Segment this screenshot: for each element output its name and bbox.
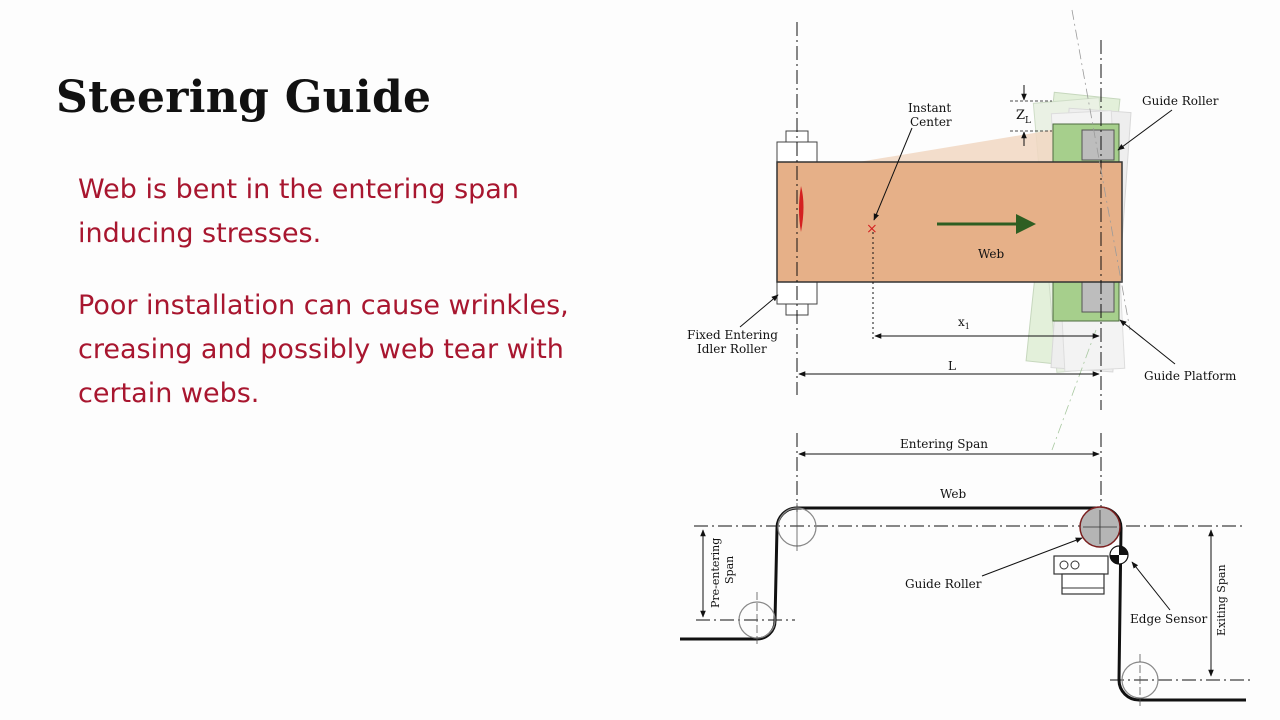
zl-label: ZL <box>1016 108 1031 126</box>
fixed-roller-leader <box>739 294 779 328</box>
guide-platform-label: Guide Platform <box>1144 369 1237 383</box>
exiting-span-label: Exiting Span <box>1215 564 1228 636</box>
edge-sensor-quadrant-2 <box>1110 555 1119 564</box>
x1-label: x1 <box>958 315 970 331</box>
top-view: Web × Instant Center ZL Guide Roller Fix… <box>687 9 1237 451</box>
bullet-web-bent: Web is bent in the entering span inducin… <box>78 174 519 249</box>
stress-marker <box>799 186 804 232</box>
actuator-wheel-2 <box>1070 560 1080 570</box>
entering-span-label: Entering Span <box>900 437 988 451</box>
pre-entering-label-1: Pre-entering <box>709 538 722 608</box>
guide-roller-leader-side <box>981 537 1083 577</box>
bullet-list: Web is bent in the entering span inducin… <box>78 168 638 444</box>
side-view: Entering Span Web <box>680 433 1250 706</box>
rotation-ghost-centerline <box>1071 9 1131 331</box>
guide-roller-leader-top <box>1117 109 1173 151</box>
guide-actuator-body <box>1053 555 1109 575</box>
slide-title: Steering Guide <box>56 72 432 123</box>
web-label-top: Web <box>978 247 1004 261</box>
guide-roller-label-top: Guide Roller <box>1142 94 1219 108</box>
web-label-side: Web <box>940 487 966 501</box>
fixed-roller-label-2: Idler Roller <box>697 342 767 356</box>
web-body <box>776 161 1123 283</box>
guide-platform-leader <box>1119 319 1176 365</box>
edge-sensor-label: Edge Sensor <box>1130 612 1207 626</box>
rotation-ghost-centerline-2 <box>1051 329 1097 451</box>
actuator-wheel-1 <box>1059 560 1069 570</box>
instant-center-label-1: Instant <box>908 101 951 115</box>
instant-center-leader <box>873 127 913 221</box>
fixed-roller-label-1: Fixed Entering <box>687 328 778 342</box>
instant-center-label-2: Center <box>910 115 952 129</box>
edge-sensor-quadrant-1 <box>1119 546 1128 555</box>
pre-entering-label-2: Span <box>723 556 736 584</box>
instant-center-marker: × <box>866 221 878 237</box>
web-direction-arrowhead <box>1016 214 1036 234</box>
guide-actuator-base <box>1061 573 1105 595</box>
bullet-poor-installation: Poor installation can cause wrinkles, cr… <box>78 290 569 409</box>
guide-roller-mount-bottom <box>1081 281 1115 313</box>
edge-sensor-leader <box>1131 561 1171 611</box>
guide-roller-label-side: Guide Roller <box>905 577 982 591</box>
l-label: L <box>948 359 956 373</box>
